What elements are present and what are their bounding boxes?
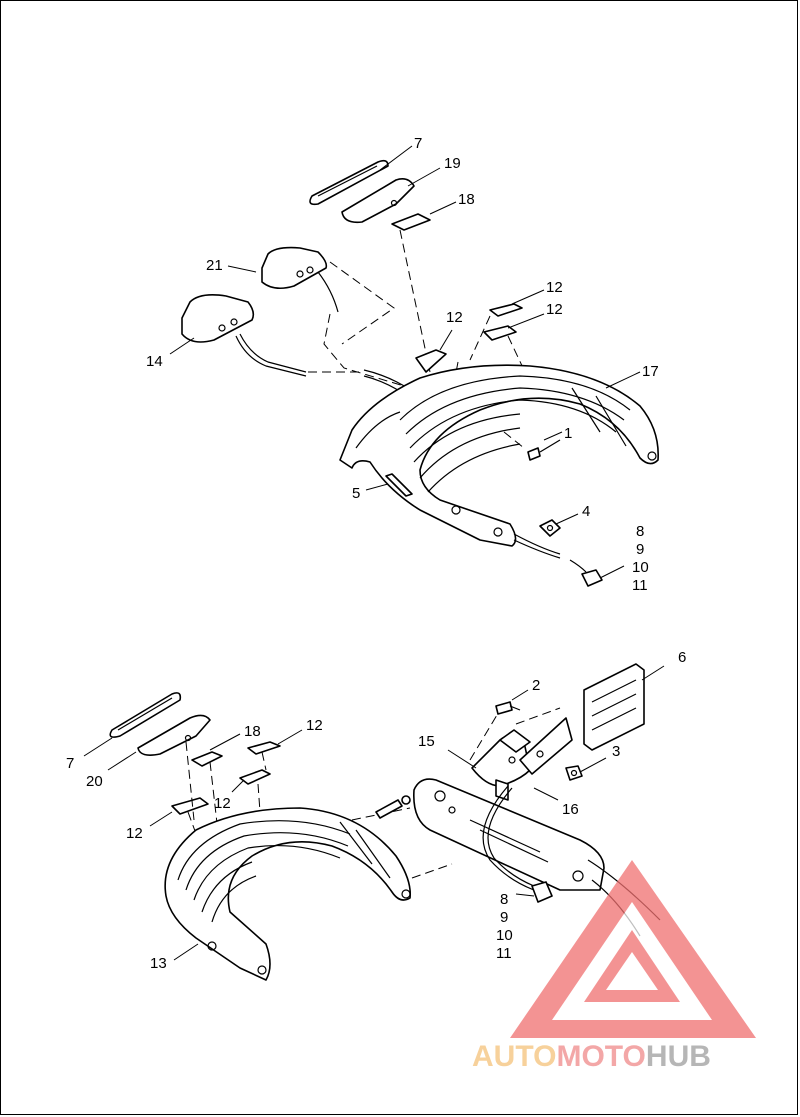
harness-part-8-11-lower <box>482 785 553 903</box>
screw-part-1 <box>527 439 561 461</box>
lower-assembly <box>83 663 665 981</box>
lamp-part-14 <box>181 294 307 377</box>
watermark-part-moto: MOTO <box>556 1040 645 1073</box>
callout-4: 4 <box>582 503 590 520</box>
lens-part-7-upper <box>309 159 389 206</box>
callout-12-lower-b: 12 <box>214 795 231 812</box>
watermark-text: AUTOMOTOHUB <box>472 1040 711 1073</box>
pad-part-12-upper-c <box>483 325 517 341</box>
pad-part-12-upper-a <box>415 349 447 373</box>
upper-assembly <box>169 145 659 587</box>
pad-part-12-upper-b <box>489 303 523 317</box>
screw-part-2 <box>495 701 521 715</box>
callout-12-upper-c: 12 <box>546 301 563 318</box>
callout-1: 1 <box>564 425 572 442</box>
callout-12-lower-a: 12 <box>306 717 323 734</box>
watermark-part-hub: HUB <box>646 1040 711 1073</box>
callout-10-lower: 10 <box>496 927 513 944</box>
lens-part-7-lower <box>109 692 182 738</box>
callout-9-lower: 9 <box>500 909 508 926</box>
automotohub-logo-icon <box>510 860 756 1038</box>
callout-12-upper-a: 12 <box>446 309 463 326</box>
callout-20: 20 <box>86 773 103 790</box>
callout-3: 3 <box>612 743 620 760</box>
callout-12-lower-c: 12 <box>126 825 143 842</box>
pad-part-18-lower <box>191 751 223 767</box>
fender-part-13 <box>164 807 412 981</box>
callout-15: 15 <box>418 733 435 750</box>
callout-2: 2 <box>532 677 540 694</box>
callout-21: 21 <box>206 257 223 274</box>
callout-11-lower: 11 <box>496 945 512 962</box>
watermark: AUTOMOTOHUB <box>472 860 756 1073</box>
bracket-part-15 <box>471 717 573 801</box>
plate-part-6 <box>583 663 645 751</box>
callout-11-upper: 11 <box>632 577 648 594</box>
callout-8-lower: 8 <box>500 891 508 908</box>
callout-16: 16 <box>562 801 579 818</box>
callout-17: 17 <box>642 363 659 380</box>
harness-part-8-11-upper <box>513 533 603 587</box>
callout-19-upper: 19 <box>444 155 461 172</box>
callout-18-lower: 18 <box>244 723 261 740</box>
callout-9-upper: 9 <box>636 541 644 558</box>
callout-7-lower: 7 <box>66 755 74 772</box>
callout-labels: 7 19 18 21 12 12 12 14 17 1 5 4 8 9 10 1… <box>66 135 686 972</box>
bracket-part-20 <box>137 714 211 756</box>
callout-7-upper: 7 <box>414 135 422 152</box>
fender-part-17 <box>339 364 659 547</box>
screw-and-washer-lower <box>375 795 411 819</box>
pad-part-12-lower-a <box>247 741 281 755</box>
callout-14: 14 <box>146 353 163 370</box>
nut-part-4 <box>539 519 561 537</box>
pad-part-12-lower-c <box>171 797 209 815</box>
callout-5: 5 <box>352 485 360 502</box>
callout-10-upper: 10 <box>632 559 649 576</box>
pad-part-5 <box>385 473 413 497</box>
bracket-part-19-upper <box>341 178 415 224</box>
nut-part-3 <box>565 765 583 781</box>
pad-part-18-upper <box>391 213 431 231</box>
callout-18-upper: 18 <box>458 191 475 208</box>
callout-6: 6 <box>678 649 686 666</box>
callout-12-upper-b: 12 <box>546 279 563 296</box>
lamp-part-21 <box>261 246 339 313</box>
callout-13: 13 <box>150 955 167 972</box>
watermark-part-auto: AUTO <box>472 1040 556 1073</box>
pad-part-12-lower-b <box>239 769 271 785</box>
callout-8-upper: 8 <box>636 523 644 540</box>
